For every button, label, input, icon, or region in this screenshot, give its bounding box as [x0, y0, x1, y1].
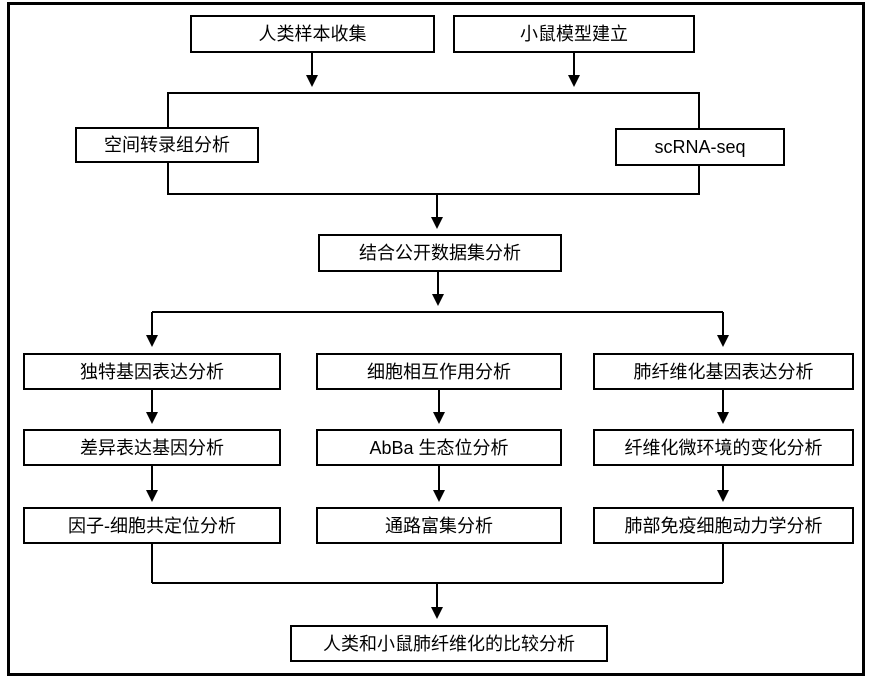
- node-microenvironment-change: 纤维化微环境的变化分析: [593, 429, 854, 466]
- node-pathway-enrichment: 通路富集分析: [316, 507, 562, 544]
- node-fibrosis-gene-expression: 肺纤维化基因表达分析: [593, 353, 854, 390]
- node-abba-niche: AbBa 生态位分析: [316, 429, 562, 466]
- node-factor-cell-colocalization: 因子-细胞共定位分析: [23, 507, 281, 544]
- node-scrna-seq: scRNA-seq: [615, 128, 785, 166]
- node-unique-gene-expression: 独特基因表达分析: [23, 353, 281, 390]
- node-human-sample-collection: 人类样本收集: [190, 15, 435, 53]
- node-public-dataset-analysis: 结合公开数据集分析: [318, 234, 562, 272]
- node-spatial-transcriptome-analysis: 空间转录组分析: [75, 127, 259, 163]
- node-mouse-model-establishment: 小鼠模型建立: [453, 15, 695, 53]
- node-cell-interaction: 细胞相互作用分析: [316, 353, 562, 390]
- node-immune-cell-dynamics: 肺部免疫细胞动力学分析: [593, 507, 854, 544]
- node-differential-expression: 差异表达基因分析: [23, 429, 281, 466]
- node-human-mouse-comparison: 人类和小鼠肺纤维化的比较分析: [290, 625, 608, 662]
